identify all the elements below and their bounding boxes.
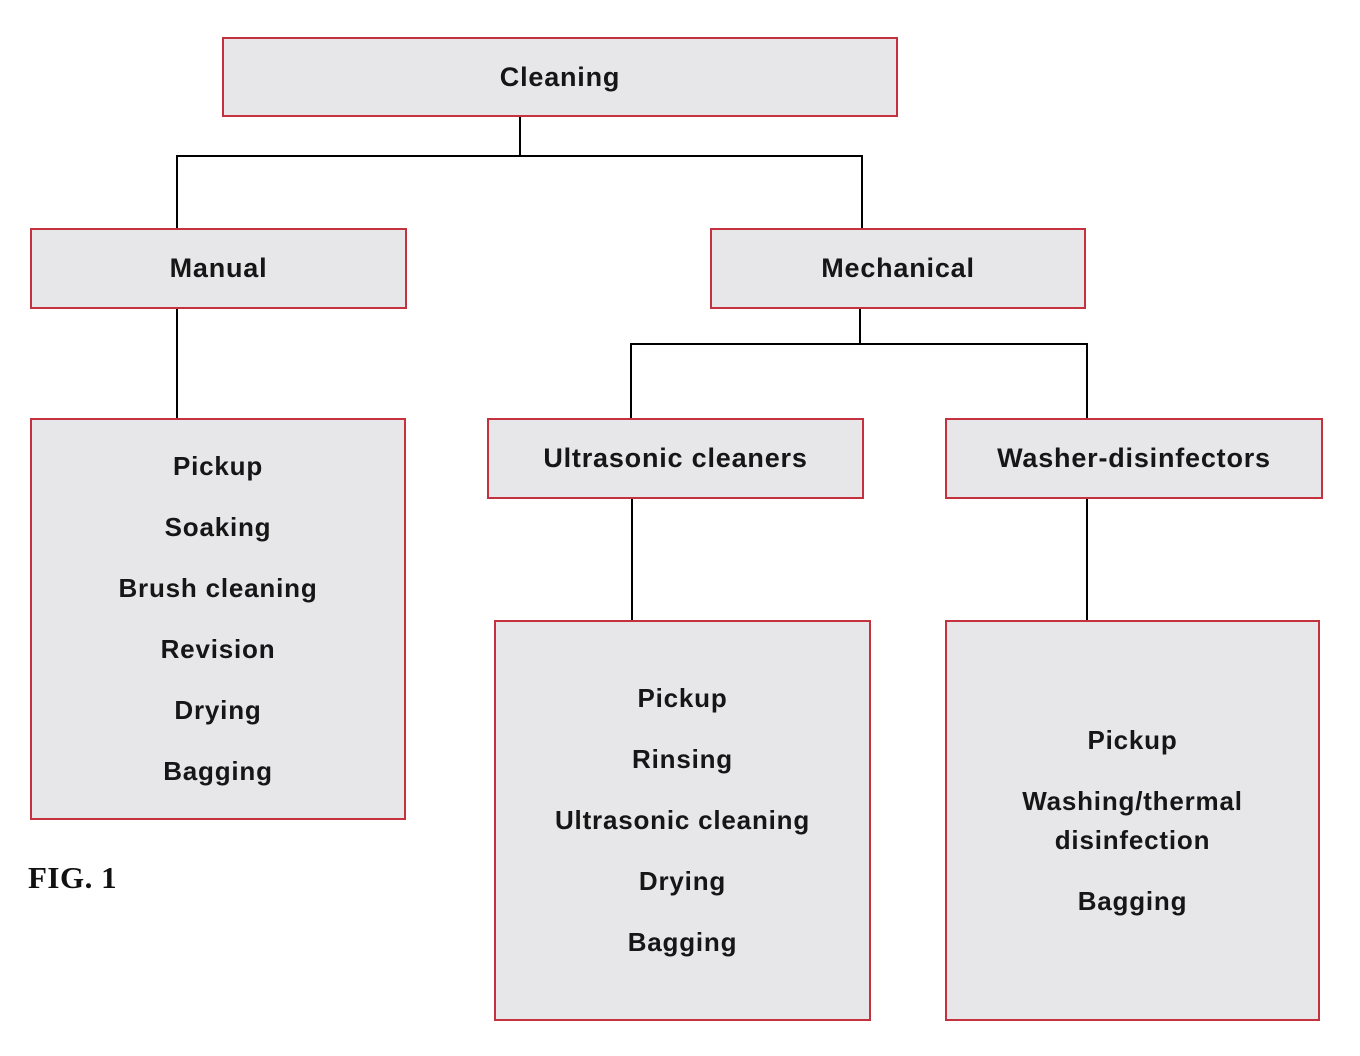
ultrasonic-step: Pickup [637,683,728,713]
ultrasonic-step: Bagging [627,927,738,957]
manual-step: Bagging [163,756,273,786]
node-washer-disinfectors: Washer-disinfectors [945,418,1323,499]
manual-step: Pickup [172,451,264,481]
node-ultrasonic-cleaners: Ultrasonic cleaners [487,418,864,499]
manual-step: Drying [174,695,262,725]
node-mechanical-label: Mechanical [821,253,975,283]
washer-steps-list: Pickup Washing/thermal disinfection Bagg… [945,620,1320,1021]
node-washer-disinfectors-label: Washer-disinfectors [997,443,1271,473]
washer-step: Washing/thermal disinfection [1022,785,1243,855]
manual-steps-list: Pickup Soaking Brush cleaning Revision D… [30,418,406,820]
node-manual: Manual [30,228,407,309]
manual-step: Revision [160,634,276,664]
ultrasonic-step: Rinsing [632,744,733,774]
node-cleaning: Cleaning [222,37,898,117]
node-manual-label: Manual [169,253,268,283]
ultrasonic-step: Drying [638,866,727,896]
node-mechanical: Mechanical [710,228,1086,309]
node-ultrasonic-cleaners-label: Ultrasonic cleaners [543,443,808,473]
ultrasonic-steps-list: Pickup Rinsing Ultrasonic cleaning Dryin… [494,620,871,1021]
washer-step: Bagging [1077,885,1188,916]
manual-step: Soaking [164,512,272,542]
ultrasonic-step: Ultrasonic cleaning [554,805,811,835]
manual-step: Brush cleaning [118,573,318,603]
figure-caption: FIG. 1 [28,860,118,895]
node-cleaning-label: Cleaning [499,61,621,92]
washer-step: Pickup [1087,724,1178,755]
